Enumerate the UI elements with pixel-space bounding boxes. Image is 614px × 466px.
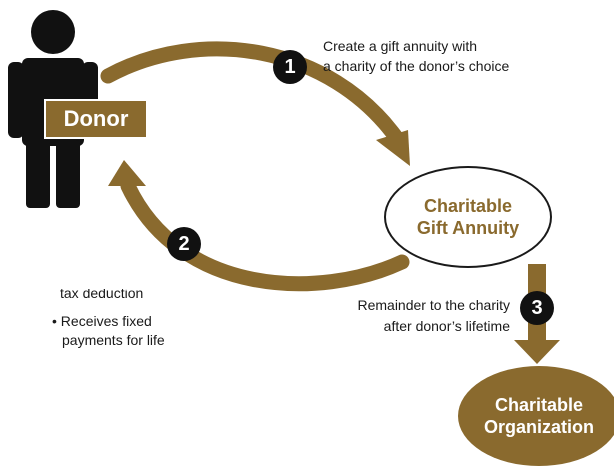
benefit-bullet-continued: payments for life	[62, 332, 165, 348]
step-1-badge: 1	[273, 50, 307, 84]
charitable-gift-annuity-node: Charitable Gift Annuity	[384, 166, 552, 268]
cropped-region	[40, 262, 180, 292]
arrow-annuity-to-donor	[108, 160, 410, 292]
benefit-partial-line: tax deduction	[60, 289, 144, 299]
step-1-text-line-2: a charity of the donor’s choice	[323, 58, 510, 74]
charitable-organization-node: Charitable Organization	[458, 366, 614, 466]
benefit-bullet: • Receives fixed	[52, 313, 152, 329]
donor-label: Donor	[63, 106, 129, 131]
step-2-badge: 2	[167, 227, 201, 261]
arrow-donor-to-annuity	[100, 41, 410, 166]
step-3-text-line-1: Remainder to the charity	[357, 297, 510, 313]
donor-label-box: Donor	[44, 99, 148, 139]
step-3-badge: 3	[520, 291, 554, 325]
step-3-text-line-2: after donor’s lifetime	[383, 318, 510, 334]
step-1-text-line-1: Create a gift annuity with	[323, 38, 478, 54]
